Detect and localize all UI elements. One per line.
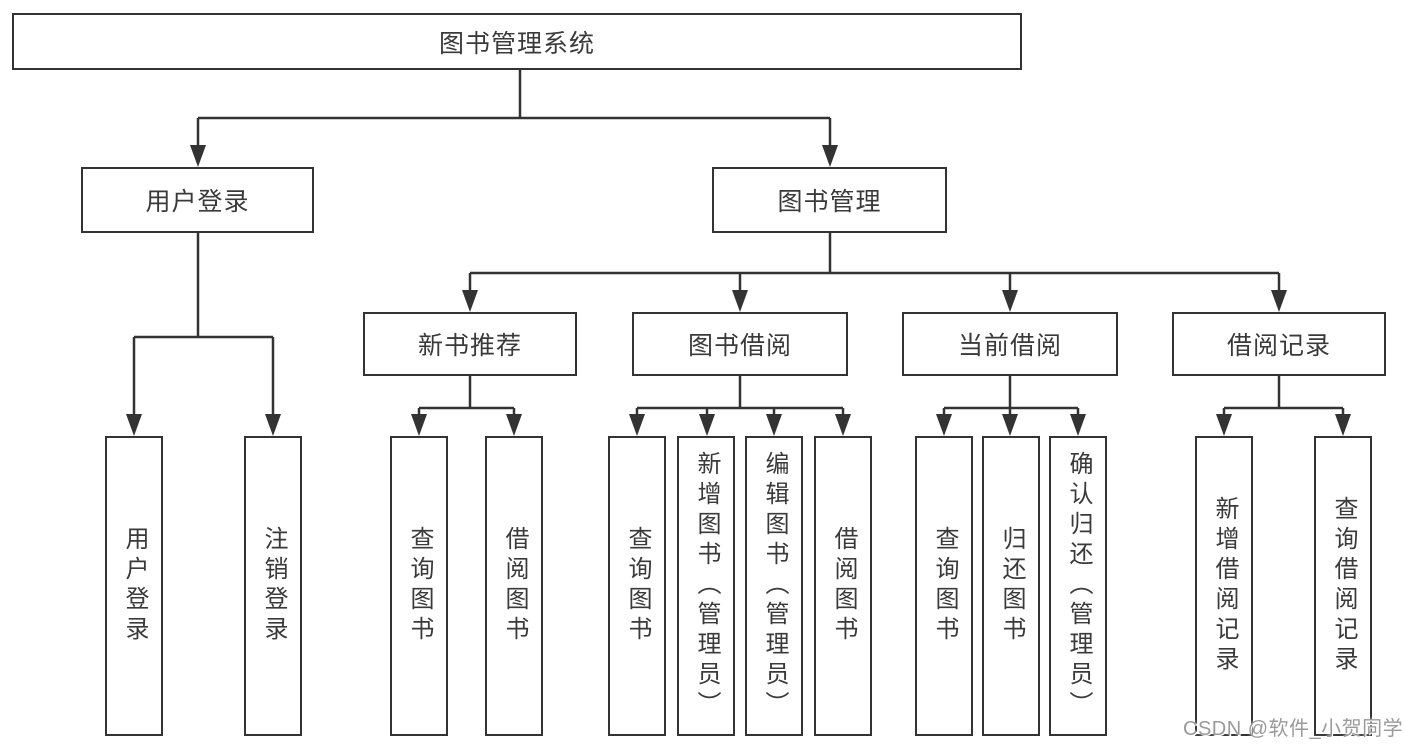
leaf-label: 查询借阅记录 bbox=[1330, 496, 1357, 676]
arrow-icon bbox=[1002, 414, 1018, 436]
arrow-icon bbox=[126, 414, 142, 436]
leaf-label: 编辑图书（管理员） bbox=[761, 451, 788, 721]
leaf-logout: 注销登录 bbox=[244, 436, 302, 736]
arrow-icon bbox=[732, 290, 748, 312]
leaf-label: 新增借阅记录 bbox=[1211, 496, 1238, 676]
node-label: 图书管理 bbox=[777, 188, 882, 216]
leaf-user-login: 用户登录 bbox=[105, 436, 163, 736]
node-current-borrow: 当前借阅 bbox=[902, 312, 1118, 376]
node-label: 图书管理系统 bbox=[438, 29, 595, 58]
node-label: 借阅记录 bbox=[1226, 332, 1331, 360]
arrow-icon bbox=[1216, 414, 1232, 436]
arrow-icon bbox=[1070, 414, 1086, 436]
watermark: CSDN @软件_小贺同学 bbox=[1183, 718, 1404, 740]
node-label: 当前借阅 bbox=[957, 332, 1062, 360]
arrow-icon bbox=[699, 414, 715, 436]
arrow-icon bbox=[822, 145, 838, 167]
arrow-icon bbox=[265, 414, 281, 436]
arrow-icon bbox=[1002, 290, 1018, 312]
node-book-borrow: 图书借阅 bbox=[632, 312, 848, 376]
node-label: 用户登录 bbox=[145, 188, 250, 216]
node-root-system: 图书管理系统 bbox=[12, 13, 1022, 70]
arrow-icon bbox=[1271, 290, 1287, 312]
node-book-management: 图书管理 bbox=[712, 167, 947, 233]
leaf-label: 用户登录 bbox=[121, 526, 148, 646]
leaf-label: 注销登录 bbox=[260, 526, 287, 646]
connector-lines bbox=[132, 70, 1345, 417]
leaf-borrow-books-recommend: 借阅图书 bbox=[485, 436, 543, 736]
leaf-confirm-return-admin: 确认归还（管理员） bbox=[1049, 436, 1107, 736]
arrow-icon bbox=[462, 290, 478, 312]
arrow-icon bbox=[766, 414, 782, 436]
leaf-label: 借阅图书 bbox=[830, 526, 857, 646]
leaf-query-books-borrow: 查询图书 bbox=[608, 436, 666, 736]
leaf-add-borrow-record: 新增借阅记录 bbox=[1195, 436, 1253, 736]
leaf-query-borrow-record: 查询借阅记录 bbox=[1314, 436, 1372, 736]
node-user-login: 用户登录 bbox=[81, 167, 314, 233]
arrow-icon bbox=[629, 414, 645, 436]
leaf-label: 查询图书 bbox=[406, 526, 433, 646]
leaf-query-books-recommend: 查询图书 bbox=[390, 436, 448, 736]
arrow-icon bbox=[411, 414, 427, 436]
node-borrow-records: 借阅记录 bbox=[1172, 312, 1386, 376]
leaf-label: 查询图书 bbox=[624, 526, 651, 646]
leaf-label: 归还图书 bbox=[998, 526, 1025, 646]
arrowheads bbox=[126, 145, 1351, 436]
node-new-book-recommend: 新书推荐 bbox=[363, 312, 577, 376]
leaf-label: 确认归还（管理员） bbox=[1065, 451, 1092, 721]
leaf-edit-books-admin: 编辑图书（管理员） bbox=[745, 436, 803, 736]
arrow-icon bbox=[190, 145, 206, 167]
arrow-icon bbox=[1335, 414, 1351, 436]
leaf-add-books-admin: 新增图书（管理员） bbox=[677, 436, 735, 736]
leaf-query-books-current: 查询图书 bbox=[915, 436, 973, 736]
leaf-label: 借阅图书 bbox=[501, 526, 528, 646]
arrow-icon bbox=[835, 414, 851, 436]
node-label: 新书推荐 bbox=[417, 332, 522, 360]
node-label: 图书借阅 bbox=[687, 332, 792, 360]
leaf-borrow-books: 借阅图书 bbox=[814, 436, 872, 736]
arrow-icon bbox=[936, 414, 952, 436]
leaf-return-books: 归还图书 bbox=[982, 436, 1040, 736]
leaf-label: 查询图书 bbox=[931, 526, 958, 646]
arrow-icon bbox=[506, 414, 522, 436]
leaf-label: 新增图书（管理员） bbox=[693, 451, 720, 721]
